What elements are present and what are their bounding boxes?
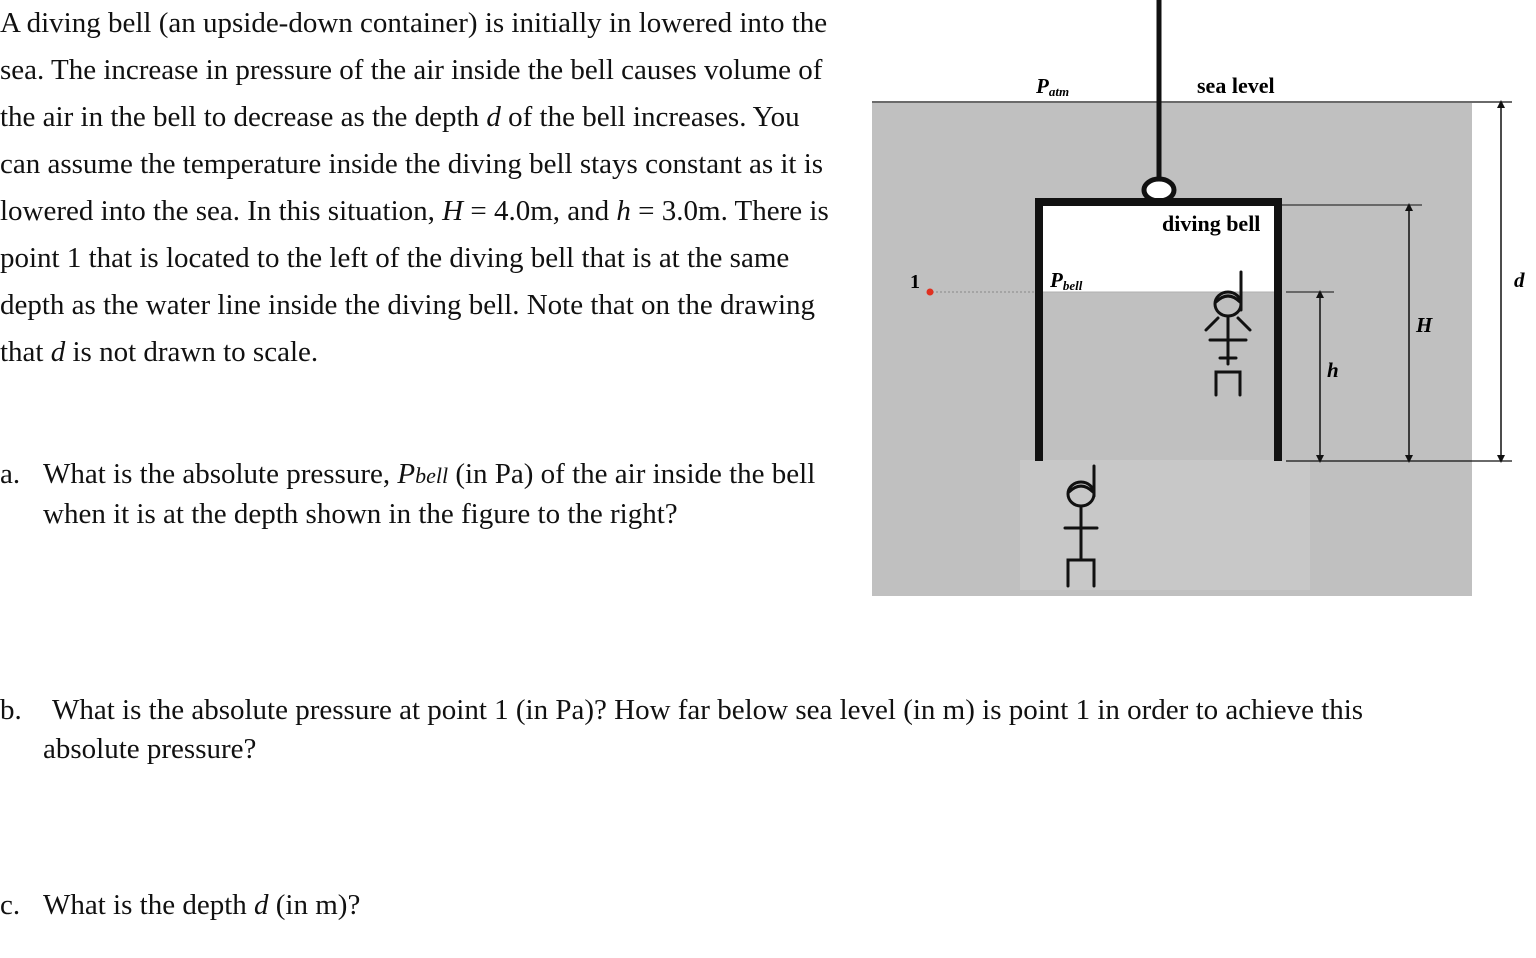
question-text: What is the depth d (in m)?	[43, 889, 361, 921]
question-letter: c.	[0, 889, 21, 921]
diving-bell-diagram: 1 Patm sea level diving bell Pbell h H d	[872, 0, 1525, 596]
H-label: H	[1415, 313, 1433, 337]
question-text: What is the absolute pressure at point 1…	[52, 694, 1364, 726]
patm-label: Patm	[1035, 74, 1069, 99]
var-h: h	[616, 195, 631, 227]
point-1-marker	[926, 288, 934, 296]
var-H: H	[442, 195, 464, 227]
question-a: a. What is the absolute pressure, Pbell …	[0, 455, 820, 534]
point-1-label: 1	[910, 271, 920, 293]
question-b: b. What is the absolute pressure at poin…	[0, 691, 1510, 769]
question-text-continued: absolute pressure?	[43, 733, 257, 765]
h-label: h	[1327, 358, 1339, 382]
var-d: d	[486, 101, 501, 133]
question-letter: b.	[0, 694, 22, 726]
person-in-bell-figure	[1204, 270, 1252, 397]
problem-text: A diving bell (an upside-down container)…	[0, 7, 829, 368]
diving-bell-walls	[1035, 198, 1282, 461]
problem-statement: A diving bell (an upside-down container)…	[0, 0, 830, 376]
question-c: c. What is the depth d (in m)?	[0, 886, 700, 925]
sea-level-label: sea level	[1197, 73, 1275, 98]
person-below-bell-figure	[1063, 464, 1099, 588]
pbell-label: Pbell	[1049, 268, 1083, 293]
var-d: d	[50, 336, 66, 368]
diving-bell-label: diving bell	[1162, 211, 1260, 236]
d-label: d	[1514, 268, 1525, 292]
air-pocket	[1040, 204, 1276, 292]
question-text: What is the absolute pressure, Pbell (in…	[43, 458, 816, 530]
question-letter: a.	[0, 458, 21, 490]
bell-hook	[1141, 176, 1177, 204]
sea-water-lower	[1020, 460, 1310, 590]
